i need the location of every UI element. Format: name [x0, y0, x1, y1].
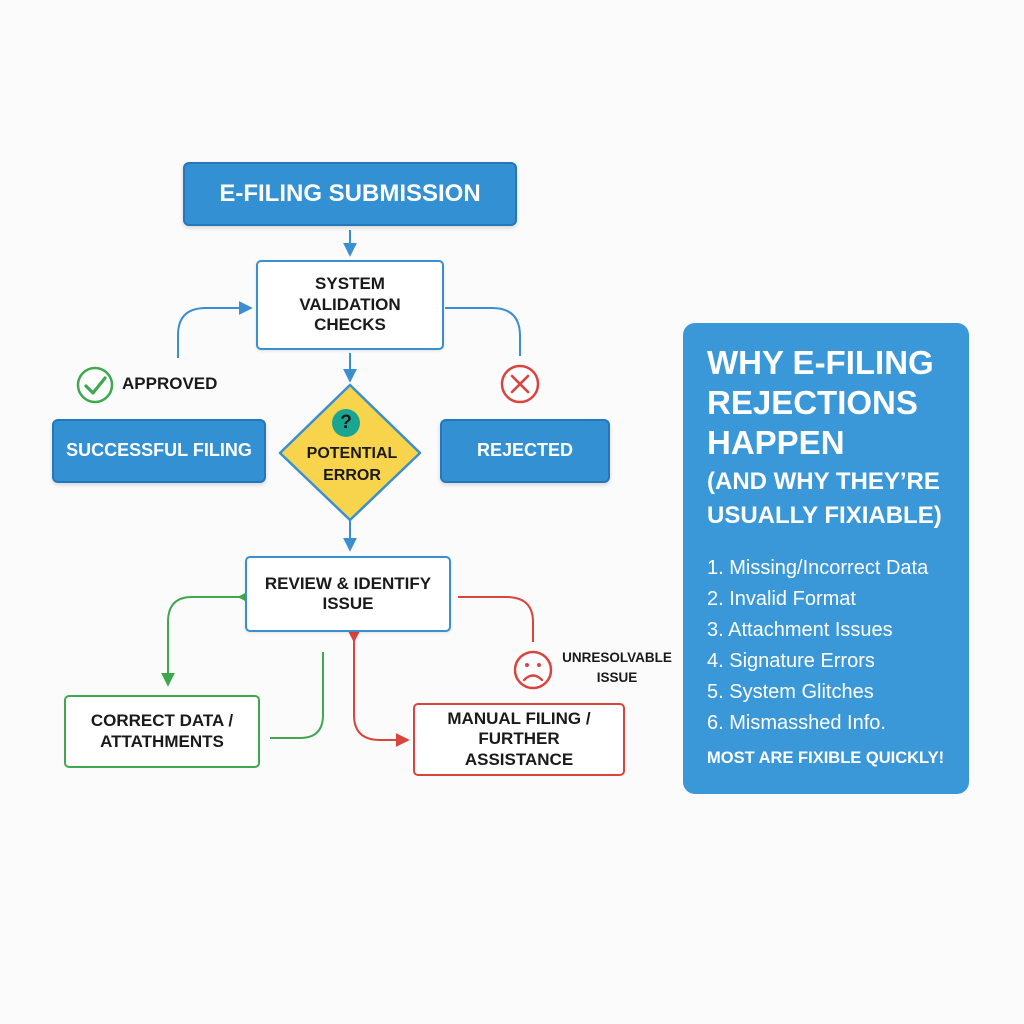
unresolvable-label: UNRESOLVABLE ISSUE — [555, 648, 679, 688]
x-circle-icon — [502, 366, 538, 402]
rejected-box: REJECTED — [440, 419, 610, 483]
question-mark-glyph: ? — [332, 411, 360, 435]
success-box-label: SUCCESSFUL FILING — [66, 440, 252, 462]
rejected-box-label: REJECTED — [477, 440, 573, 462]
decision-label: POTENTIAL ERROR — [282, 443, 422, 486]
validation-box-label: SYSTEM VALIDATION CHECKS — [284, 274, 416, 335]
manual-filing-box-label: MANUAL FILING / FURTHER ASSISTANCE — [425, 709, 613, 770]
correct-data-box-label: CORRECT DATA / ATTATHMENTS — [76, 711, 248, 752]
sad-face-icon — [515, 652, 551, 688]
panel-title: WHY E-FILING REJECTIONS HAPPEN — [707, 343, 947, 463]
connector-approved-loop — [178, 308, 250, 358]
reason-item: 3. Attachment Issues — [707, 615, 947, 646]
validation-box: SYSTEM VALIDATION CHECKS — [256, 260, 444, 350]
rejection-reasons-panel: WHY E-FILING REJECTIONS HAPPEN (AND WHY … — [683, 323, 969, 794]
connector-review-to-correct — [168, 597, 240, 684]
approved-label: APPROVED — [122, 374, 217, 394]
reason-item: 4. Signature Errors — [707, 646, 947, 677]
success-box: SUCCESSFUL FILING — [52, 419, 266, 483]
check-circle-icon — [78, 368, 112, 402]
reason-item: 1. Missing/Incorrect Data — [707, 553, 947, 584]
connector-review-to-unresolvable — [458, 597, 533, 642]
connector-review-to-manual — [354, 640, 407, 740]
correct-data-box: CORRECT DATA / ATTATHMENTS — [64, 695, 260, 768]
reasons-list: 1. Missing/Incorrect Data 2. Invalid For… — [707, 553, 947, 739]
panel-footer: MOST ARE FIXIBLE QUICKLY! — [707, 749, 947, 768]
reason-item: 6. Mismasshed Info. — [707, 708, 947, 739]
review-box: REVIEW & IDENTIFY ISSUE — [245, 556, 451, 632]
review-box-label: REVIEW & IDENTIFY ISSUE — [259, 574, 437, 615]
start-box-label: E-FILING SUBMISSION — [219, 180, 480, 209]
panel-subtitle: (AND WHY THEY’RE USUALLY FIXIABLE) — [707, 465, 947, 533]
reason-item: 2. Invalid Format — [707, 584, 947, 615]
start-box: E-FILING SUBMISSION — [183, 162, 517, 226]
manual-filing-box: MANUAL FILING / FURTHER ASSISTANCE — [413, 703, 625, 776]
connector-rejected-branch — [445, 308, 520, 356]
reason-item: 5. System Glitches — [707, 677, 947, 708]
connector-correct-return — [270, 652, 323, 738]
